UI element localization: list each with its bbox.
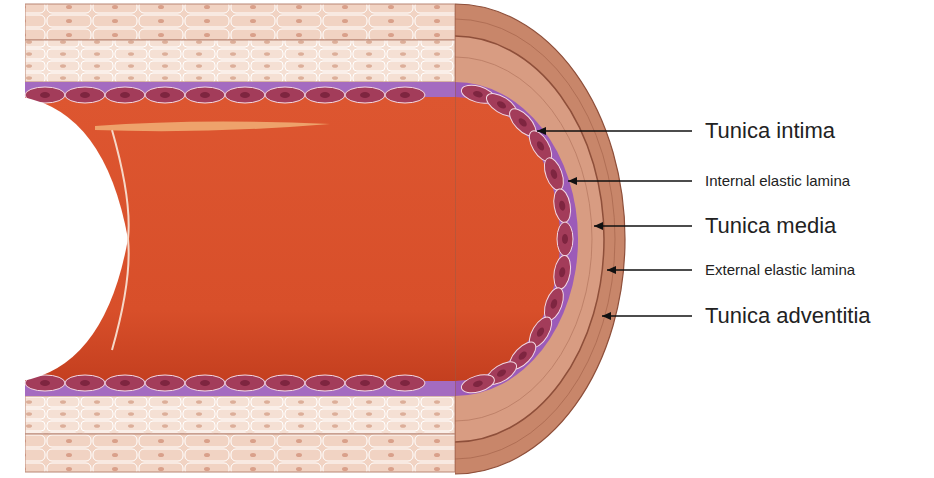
adventitia-cap bbox=[455, 4, 625, 474]
cell-nucleus bbox=[472, 380, 483, 389]
endothelial-cell bbox=[541, 155, 568, 192]
cell-nucleus bbox=[558, 200, 566, 211]
cell-nucleus bbox=[360, 92, 370, 98]
cell-nucleus bbox=[517, 350, 528, 361]
lumen-opening bbox=[22, 97, 128, 381]
leader-line bbox=[607, 269, 692, 270]
section-edge bbox=[455, 4, 456, 474]
cell-nucleus bbox=[40, 92, 50, 98]
cell-nucleus bbox=[549, 298, 558, 309]
leader-line bbox=[568, 180, 692, 181]
endothelial-cell bbox=[459, 371, 496, 396]
opening-highlight bbox=[112, 130, 129, 350]
adventitia-band bbox=[25, 434, 455, 472]
media-band bbox=[25, 396, 455, 434]
cell-nucleus bbox=[80, 92, 90, 98]
cell-nucleus bbox=[240, 92, 250, 98]
cell-nucleus bbox=[472, 90, 483, 99]
cell-nucleus bbox=[517, 117, 528, 128]
media-band bbox=[25, 40, 455, 82]
cell-nucleus bbox=[200, 380, 210, 386]
endothelial-cell bbox=[385, 375, 425, 391]
cell-nucleus bbox=[120, 380, 130, 386]
cell-nucleus bbox=[496, 100, 508, 110]
external-elastic-lamina bbox=[455, 36, 604, 442]
cell-nucleus bbox=[496, 368, 508, 378]
cell-nucleus bbox=[120, 92, 130, 98]
endothelial-cell bbox=[65, 87, 105, 103]
media-texture bbox=[455, 57, 592, 421]
endothelial-cell bbox=[145, 87, 185, 103]
cell-nucleus bbox=[535, 326, 545, 338]
leader-line bbox=[537, 130, 692, 131]
vessel-cap bbox=[455, 4, 625, 474]
adventitia-band bbox=[25, 4, 455, 40]
cell-nucleus bbox=[80, 380, 90, 386]
endothelial-cell bbox=[557, 222, 573, 256]
lumen-highlight bbox=[95, 121, 330, 131]
cell-nucleus bbox=[240, 380, 250, 386]
part-label: External elastic lamina bbox=[705, 262, 855, 279]
cell-nucleus bbox=[400, 380, 410, 386]
endothelial-cell bbox=[551, 254, 572, 290]
part-label: Internal elastic lamina bbox=[705, 173, 850, 190]
endothelial-cell bbox=[305, 375, 345, 391]
cell-nucleus bbox=[160, 92, 170, 98]
internal-elastic-lamina bbox=[455, 82, 578, 396]
leader-line bbox=[594, 225, 692, 226]
cell-nucleus bbox=[200, 92, 210, 98]
lumen-cap bbox=[455, 97, 560, 381]
cell-nucleus bbox=[562, 234, 568, 244]
cell-nucleus bbox=[40, 380, 50, 386]
endothelial-cell bbox=[385, 87, 425, 103]
endothelial-cell bbox=[185, 375, 225, 391]
part-label: Tunica adventitia bbox=[705, 304, 871, 328]
cell-nucleus bbox=[280, 92, 290, 98]
leader-lines bbox=[537, 131, 692, 316]
cell-nucleus bbox=[160, 380, 170, 386]
leader-line bbox=[602, 315, 692, 316]
endothelial-cell bbox=[145, 375, 185, 391]
endothelial-cell bbox=[305, 87, 345, 103]
endothelial-cell bbox=[225, 375, 265, 391]
cell-nucleus bbox=[320, 380, 330, 386]
cell-nucleus bbox=[280, 380, 290, 386]
cell-nucleus bbox=[320, 92, 330, 98]
endothelial-cell bbox=[105, 375, 145, 391]
endothelial-cell bbox=[265, 87, 305, 103]
endothelial-cell bbox=[185, 87, 225, 103]
endothelial-cell bbox=[225, 87, 265, 103]
cell-nucleus bbox=[558, 267, 566, 278]
adventitia-texture bbox=[455, 19, 615, 459]
endothelial-cell bbox=[551, 188, 572, 224]
endothelial-cell bbox=[65, 375, 105, 391]
endothelial-cell bbox=[265, 375, 305, 391]
cell-nucleus bbox=[549, 168, 558, 179]
endothelial-cell bbox=[345, 87, 385, 103]
endothelial-cell bbox=[105, 87, 145, 103]
cell-nucleus bbox=[400, 92, 410, 98]
endothelial-cell bbox=[345, 375, 385, 391]
part-label: Tunica intima bbox=[705, 119, 835, 143]
part-label: Tunica media bbox=[705, 214, 836, 238]
cell-nucleus bbox=[535, 140, 545, 152]
cell-nucleus bbox=[360, 380, 370, 386]
